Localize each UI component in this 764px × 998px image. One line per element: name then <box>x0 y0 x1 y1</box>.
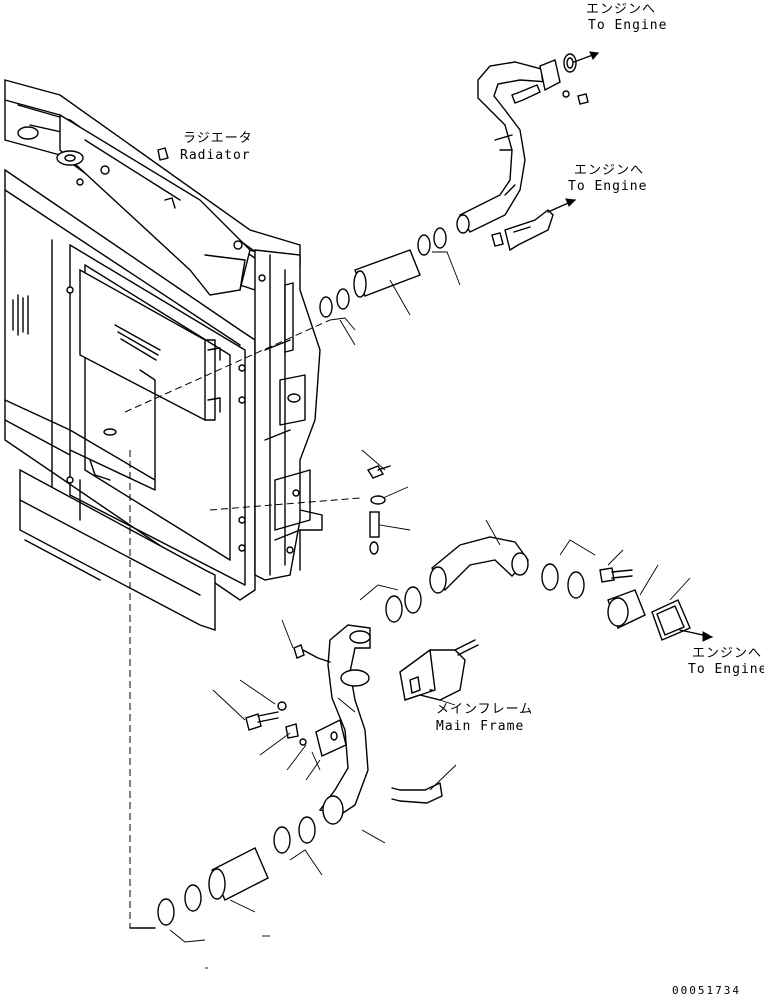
drawing-number: 00051734 <box>672 984 741 997</box>
engine-right-label-jp: エンジンへ <box>692 646 762 661</box>
engine-mid-label-en: To Engine <box>568 179 647 194</box>
main-frame-label-en: Main Frame <box>436 719 524 734</box>
leader-lines-dashed <box>124 319 361 929</box>
engine-top-label-jp: エンジンへ <box>586 2 656 17</box>
bottom-clamp-assembly <box>157 816 316 926</box>
flow-arrows <box>429 51 714 691</box>
main-frame-label-jp: メインフレーム <box>436 702 533 717</box>
drain-fitting <box>366 465 391 555</box>
callout-leaders <box>169 251 691 969</box>
upper-hose-assembly <box>319 53 589 318</box>
radiator-label-en: Radiator <box>180 148 251 163</box>
radiator-label-jp: ラジエータ <box>183 131 253 146</box>
engine-top-label-en: To Engine <box>588 18 667 33</box>
engine-right-label-en: To Engine <box>688 662 764 677</box>
engine-mid-label-jp: エンジンへ <box>574 163 644 178</box>
radiator-assembly <box>4 79 323 631</box>
lower-hose-assembly <box>245 536 691 825</box>
